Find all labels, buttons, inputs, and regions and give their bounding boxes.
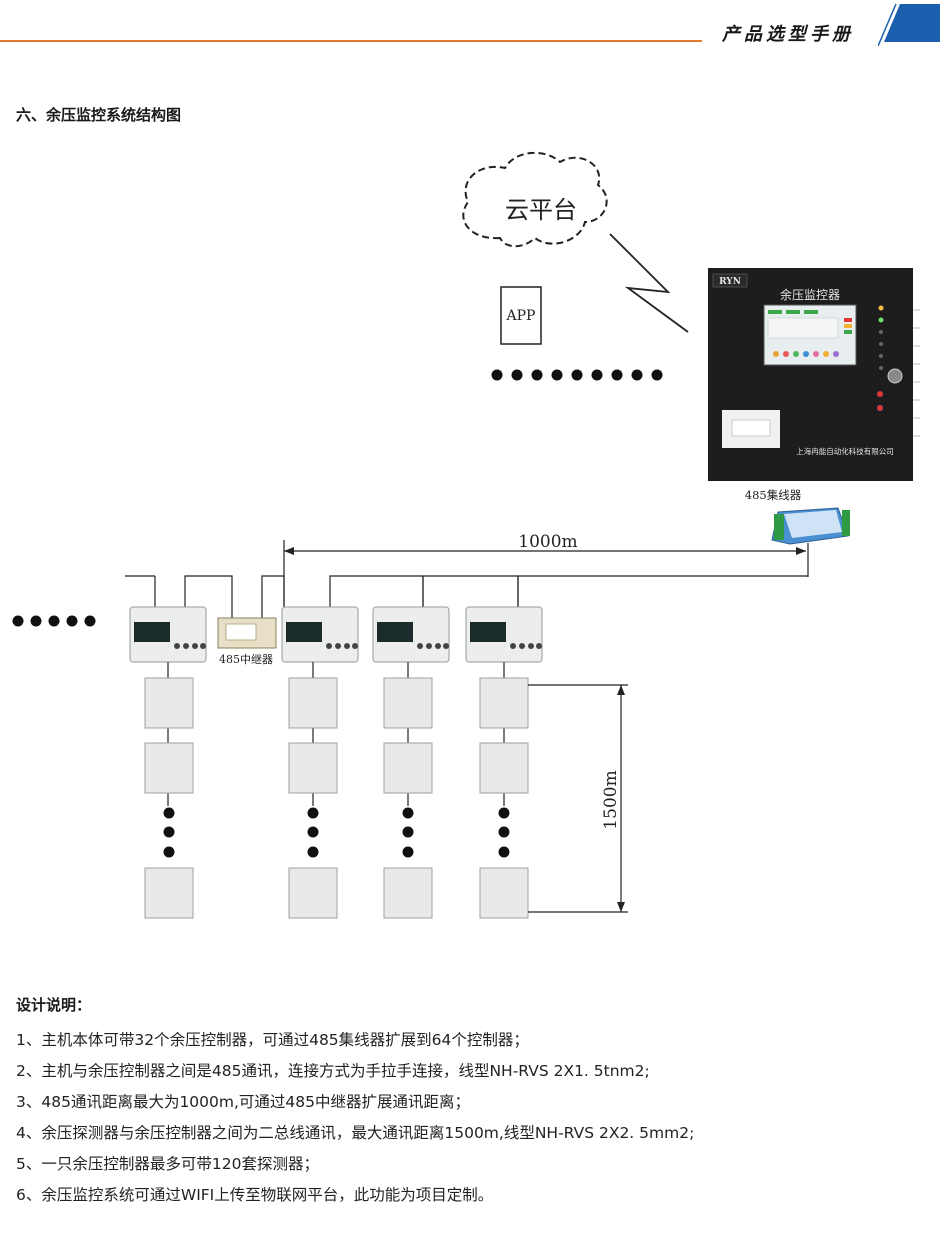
cabinet-indicator-lights bbox=[877, 305, 884, 411]
cabinet-company: 上海冉能自动化科技有限公司 bbox=[796, 446, 894, 456]
app-label: APP bbox=[506, 308, 536, 324]
ellipsis-dots-left bbox=[12, 615, 96, 627]
detector-column-4 bbox=[479, 677, 529, 919]
app-box: APP bbox=[500, 286, 542, 345]
section-title: 六、余压监控系统结构图 bbox=[16, 106, 182, 124]
note-item-1: 1、主机本体可带32个余压控制器，可通过485集线器扩展到64个控制器； bbox=[16, 1031, 529, 1049]
cabinet-title: 余压监控器 bbox=[780, 287, 840, 302]
cabinet-screen bbox=[763, 304, 857, 366]
cloud-label: 云平台 bbox=[505, 196, 577, 224]
distance-1000m-dimension: 1000m bbox=[284, 532, 806, 555]
controller-4 bbox=[465, 606, 543, 663]
distance-1500m-dimension: 1500m bbox=[528, 684, 628, 913]
note-item-6: 6、余压监控系统可通过WIFI上传至物联网平台，此功能为项目定制。 bbox=[16, 1186, 494, 1204]
key-lock-icon bbox=[887, 368, 903, 384]
485-repeater-device: 485中继器 bbox=[217, 617, 277, 666]
detector-column-3 bbox=[383, 677, 433, 919]
detector-column-2 bbox=[288, 677, 338, 919]
monitor-cabinet: RYN 余压监控器 bbox=[708, 268, 920, 481]
note-item-3: 3、485通讯距离最大为1000m,可通过485中继器扩展通讯距离； bbox=[16, 1093, 471, 1111]
controller-1 bbox=[129, 606, 207, 663]
repeater-label: 485中继器 bbox=[219, 653, 273, 666]
detector-column-1 bbox=[144, 677, 194, 919]
485-hub-device bbox=[771, 507, 850, 545]
ellipsis-dots-top bbox=[491, 369, 663, 381]
header-rule bbox=[0, 40, 702, 42]
notes-title: 设计说明： bbox=[16, 996, 92, 1014]
cabinet-brand: RYN bbox=[719, 277, 741, 287]
hub-label: 485集线器 bbox=[745, 488, 802, 502]
note-item-4: 4、余压探测器与余压控制器之间为二总线通讯，最大通讯距离1500m,线型NH-R… bbox=[16, 1124, 695, 1142]
header-tab bbox=[878, 3, 940, 46]
distance-1500m: 1500m bbox=[601, 770, 621, 829]
design-notes: 设计说明： 1、主机本体可带32个余压控制器，可通过485集线器扩展到64个控制… bbox=[16, 994, 926, 1211]
manual-title: 产品选型手册 bbox=[722, 24, 854, 45]
controller-3 bbox=[372, 606, 450, 663]
note-item-2: 2、主机与余压控制器之间是485通讯，连接方式为手拉手连接，线型NH-RVS 2… bbox=[16, 1062, 650, 1080]
distance-1000m: 1000m bbox=[518, 532, 577, 552]
wireless-link-icon bbox=[609, 233, 689, 333]
note-item-5: 5、一只余压控制器最多可带120套探测器； bbox=[16, 1155, 319, 1173]
controller-2 bbox=[281, 606, 359, 663]
cloud-platform: 云平台 bbox=[462, 151, 608, 248]
system-diagram: 云平台 APP RYN 余压监控器 bbox=[12, 151, 920, 919]
